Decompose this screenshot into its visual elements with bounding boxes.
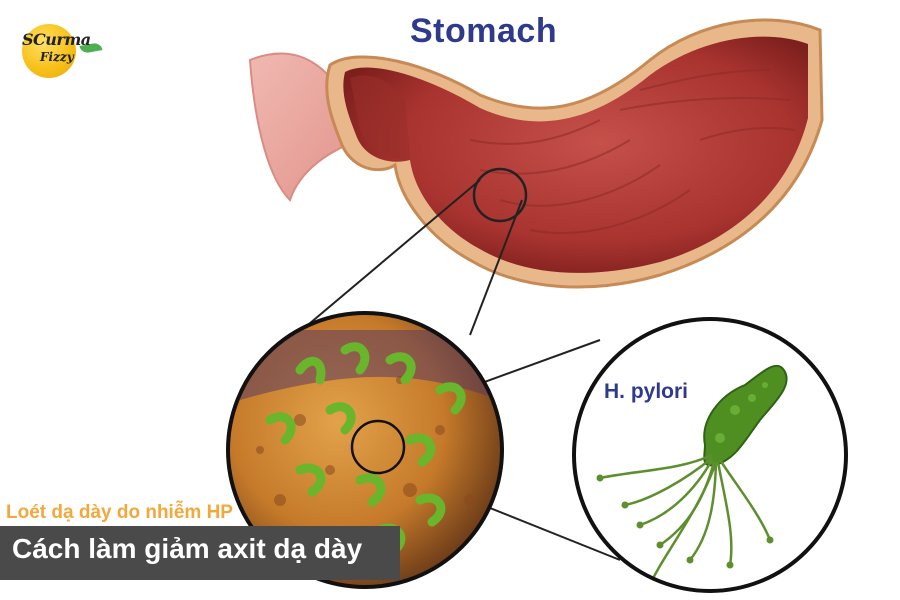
zoom-circle <box>572 317 848 593</box>
logo-badge <box>22 24 76 78</box>
bacterium-flagella <box>599 453 772 586</box>
stomach-label: Stomach <box>410 12 558 50</box>
logo-text-line1: SCurma <box>22 30 91 49</box>
microscope-circle <box>226 311 504 589</box>
caption-banner <box>0 526 400 580</box>
caption-subtitle: Loét dạ dày do nhiễm HP <box>6 502 233 523</box>
caption-title: Cách làm giảm axit dạ dày <box>12 533 363 564</box>
brand-logo: SCurma Fizzy <box>16 22 106 82</box>
h-pylori-label: H. pylori <box>604 380 689 403</box>
microscope-zoom-marker <box>350 419 406 475</box>
logo-text-line2: Fizzy <box>40 50 74 64</box>
stomach-zoom-marker <box>472 167 528 223</box>
